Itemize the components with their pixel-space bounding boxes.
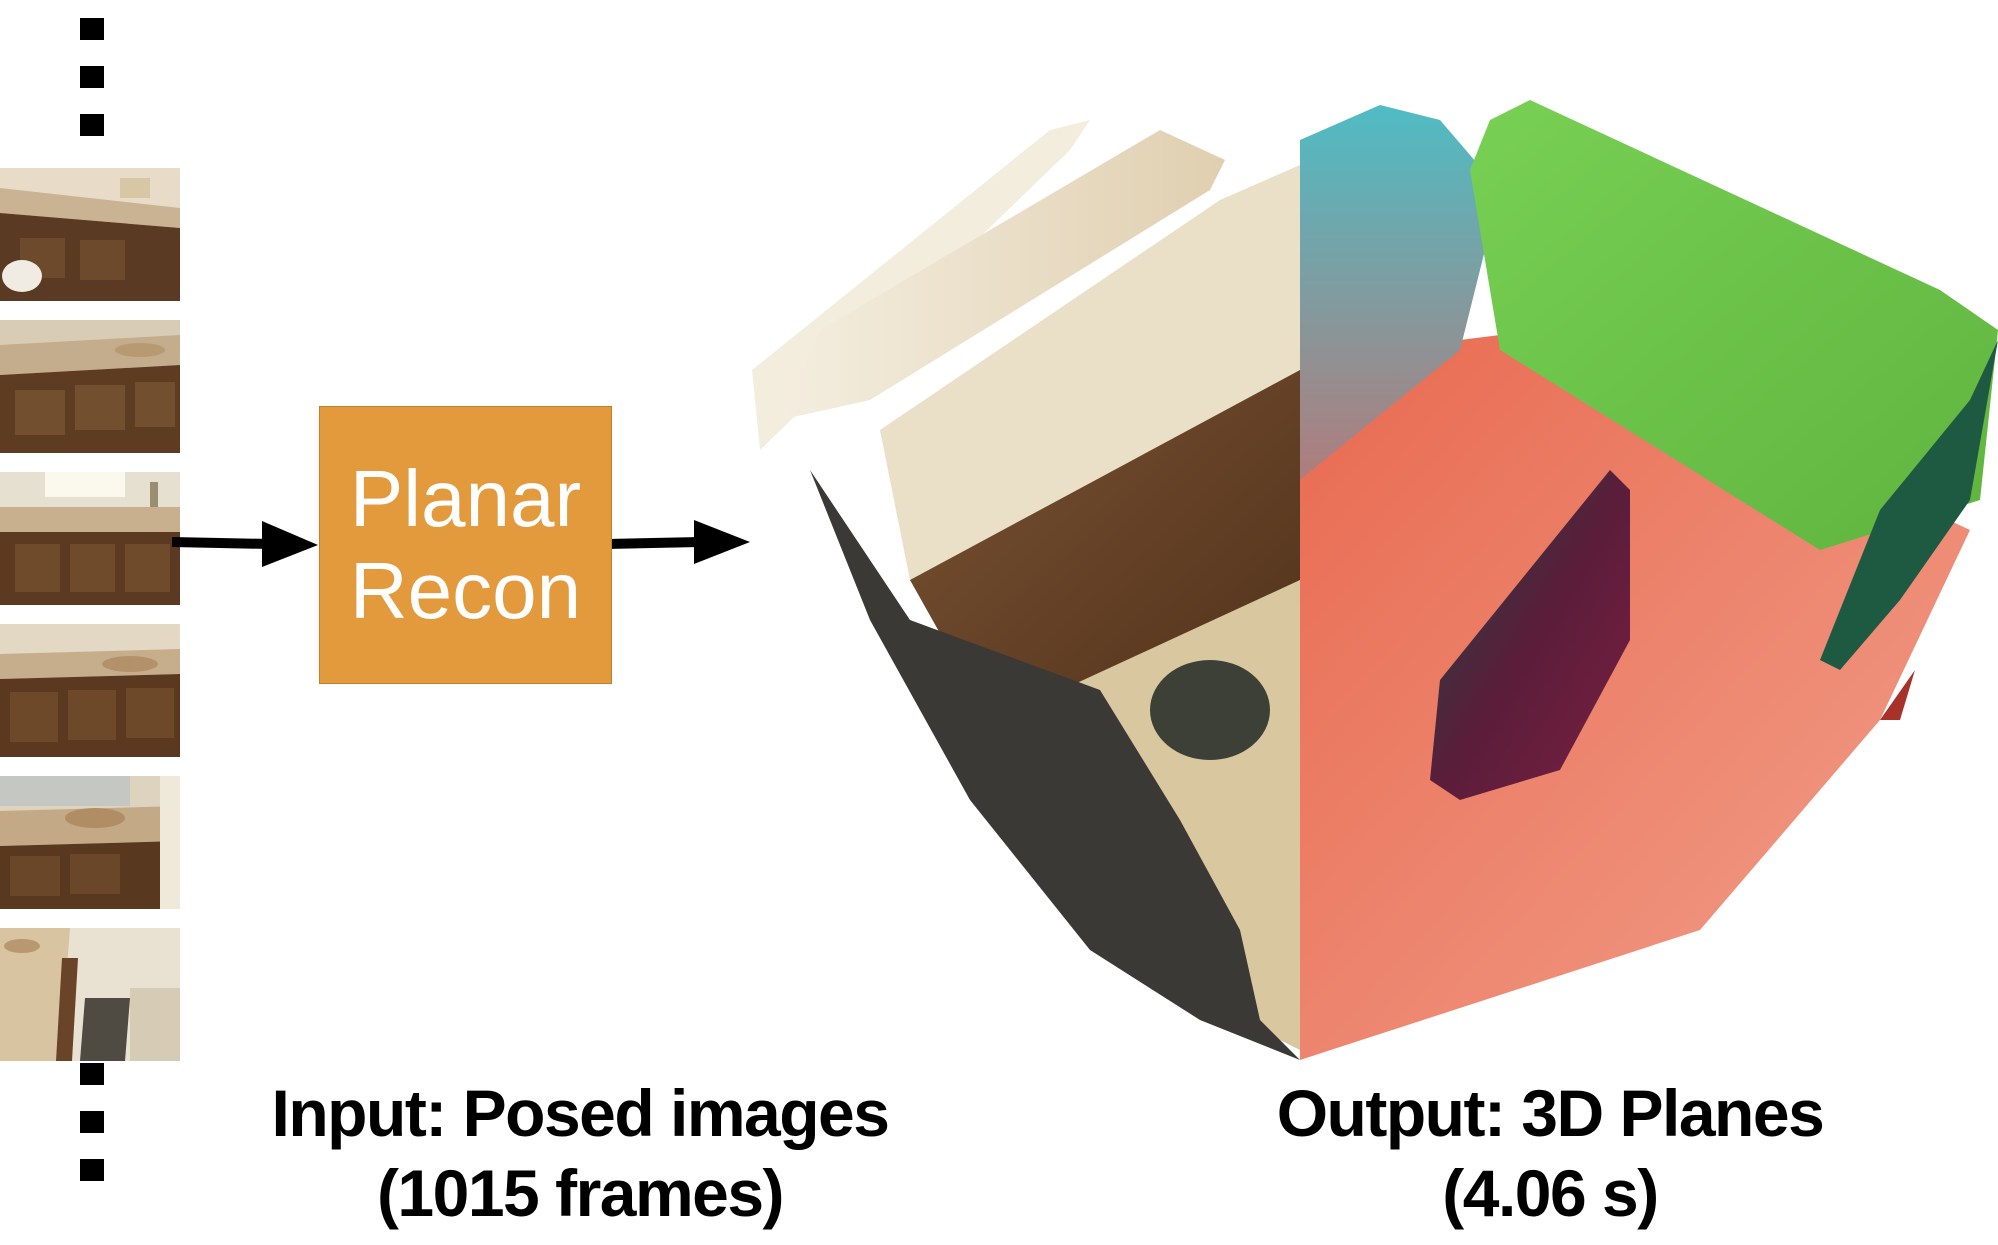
- input-frame-4: [0, 624, 180, 757]
- output-caption-line1: Output: 3D Planes: [1276, 1076, 1825, 1150]
- ellipsis-bottom-icon: [80, 1063, 104, 1207]
- dot: [80, 18, 104, 40]
- input-frame-6: [0, 928, 180, 1061]
- input-arrow-icon: [171, 521, 318, 567]
- ellipsis-top-icon: [80, 18, 104, 162]
- dot: [80, 1159, 104, 1181]
- output-arrow-icon: [605, 520, 750, 564]
- planar-recon-box: Planar Recon: [319, 406, 612, 684]
- input-caption-line1: Input: Posed images: [271, 1076, 890, 1150]
- input-caption: Input: Posed images (1015 frames): [200, 1073, 960, 1233]
- dot: [80, 66, 104, 88]
- input-frame-5: [0, 776, 180, 909]
- output-caption-line2: (4.06 s): [1442, 1156, 1659, 1230]
- input-frame-2: [0, 320, 180, 453]
- output-caption: Output: 3D Planes (4.06 s): [1180, 1073, 1920, 1233]
- dot: [80, 1063, 104, 1085]
- box-label-line1: Planar: [349, 454, 582, 543]
- box-label-line2: Recon: [349, 546, 582, 635]
- dot: [80, 1111, 104, 1133]
- input-caption-line2: (1015 frames): [376, 1156, 785, 1230]
- textured-mesh: [752, 120, 1300, 1060]
- dot: [80, 114, 104, 136]
- plane-segmentation: [1300, 100, 1998, 1060]
- reconstruction-render: [752, 100, 1998, 1060]
- input-frame-1: [0, 168, 180, 301]
- input-frame-3: [0, 472, 180, 605]
